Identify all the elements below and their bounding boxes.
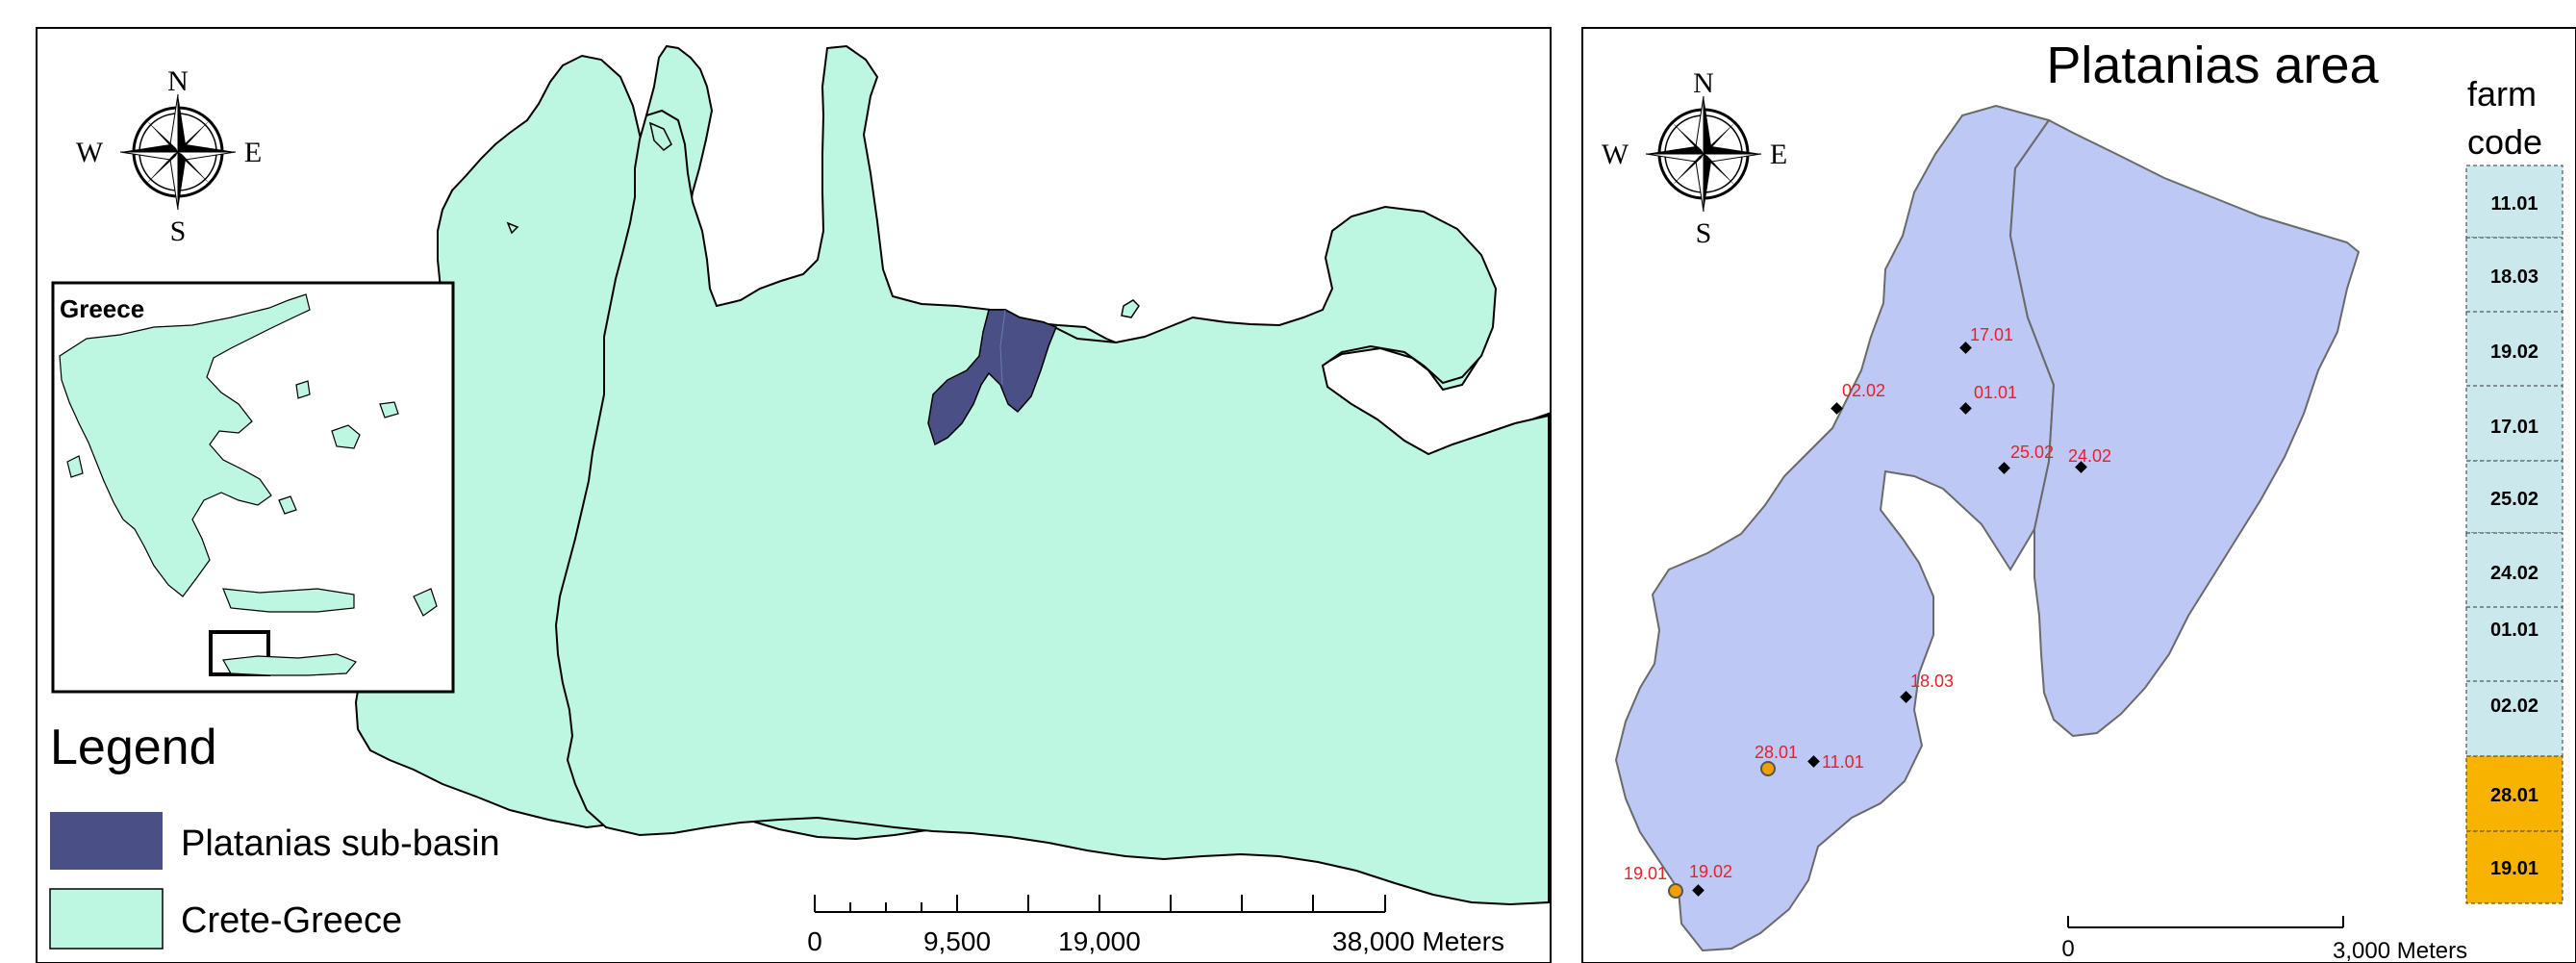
scale-tick-right-1: 3,000 Meters <box>2333 938 2467 963</box>
farm-code-row: 01.01 <box>2465 606 2563 682</box>
farm-point: 24.02 <box>2068 446 2111 473</box>
farm-label: 28.01 <box>1755 743 1798 762</box>
compass-south: S <box>170 215 187 247</box>
farm-code-cell: 17.01 <box>2490 417 2538 438</box>
inset-title: Greece <box>60 294 144 323</box>
farm-code-row: 18.03 <box>2465 237 2563 313</box>
farm-code-row: 19.02 <box>2465 311 2563 387</box>
farm-code-cell: 11.01 <box>2491 193 2538 215</box>
compass-east: E <box>244 137 262 168</box>
farm-code-header-1: farm <box>2467 74 2537 114</box>
farm-label: 19.01 <box>1624 864 1667 883</box>
legend: Legend Platanias sub-basin Crete-Greece <box>49 720 500 950</box>
farm-code-cell: 01.01 <box>2490 620 2538 641</box>
farm-code-row: 24.02 <box>2465 532 2563 608</box>
legend-label-basin: Platanias sub-basin <box>181 824 500 864</box>
compass-west-right: W <box>1602 139 1629 170</box>
greece-inset: Greece <box>51 281 455 694</box>
left-map-panel: N S E W Greece Legend Platanias sub-basi… <box>36 27 1552 963</box>
farm-label: 01.01 <box>1974 383 2017 402</box>
farm-code-row: 28.01 <box>2465 755 2563 832</box>
legend-swatch-basin <box>50 812 163 870</box>
farm-label: 24.02 <box>2068 446 2111 466</box>
farm-point: 25.02 <box>1998 443 2054 474</box>
farm-code-row: 02.02 <box>2465 680 2563 757</box>
farm-label: 11.01 <box>1822 752 1864 772</box>
scale-bar-left: 0 9,500 19,000 38,000 Meters <box>807 895 1504 956</box>
farm-code-cell: 28.01 <box>2490 785 2538 806</box>
farm-label: 17.01 <box>1970 325 2013 344</box>
scale-tick-3: 38,000 Meters <box>1332 926 1504 956</box>
compass-west: W <box>76 137 104 168</box>
farm-point: 28.01 <box>1755 743 1798 776</box>
compass-rose-icon-right: N S E W <box>1602 67 1787 249</box>
farm-label: 02.02 <box>1842 381 1885 400</box>
farm-code-cell: 18.03 <box>2490 266 2538 288</box>
greece-mainland <box>59 293 311 597</box>
scale-tick-2: 19,000 <box>1058 926 1141 956</box>
scale-tick-right-0: 0 <box>2061 936 2074 962</box>
platanias-sub-basin <box>927 309 1057 446</box>
farm-code-cell: 24.02 <box>2490 563 2538 584</box>
crete-main-body <box>554 44 1550 906</box>
compass-south-right: S <box>1696 217 1712 249</box>
scale-bar-right: 0 3,000 Meters <box>2061 916 2467 963</box>
farm-code-table: farm code 11.01 18.03 19.02 17.01 25.02 <box>2465 74 2563 904</box>
legend-title: Legend <box>50 720 217 775</box>
platanias-area-east <box>2008 118 2361 738</box>
scale-tick-0: 0 <box>807 926 822 956</box>
farm-label: 25.02 <box>2010 443 2054 462</box>
legend-swatch-crete <box>49 888 164 950</box>
legend-label-crete: Crete-Greece <box>181 900 402 941</box>
farm-point: 19.01 <box>1624 864 1683 899</box>
compass-east-right: E <box>1770 139 1787 170</box>
compass-rose-icon: N S E W <box>76 65 262 247</box>
scale-tick-1: 9,500 <box>923 926 991 956</box>
farm-code-cell: 19.02 <box>2490 342 2538 363</box>
farm-label: 19.02 <box>1689 862 1732 881</box>
farm-code-row: 19.01 <box>2465 830 2563 904</box>
area-title: Platanias area <box>2046 37 2379 94</box>
farm-code-cell: 19.01 <box>2490 858 2538 879</box>
platanias-area-west <box>1614 104 2056 952</box>
farm-code-row: 17.01 <box>2465 385 2563 462</box>
farm-label: 18.03 <box>1910 672 1954 691</box>
compass-north-right: N <box>1693 67 1714 99</box>
farm-code-cell: 25.02 <box>2490 489 2538 510</box>
right-map-panel: Platanias area N S E W <box>1581 27 2576 963</box>
farm-code-header-2: code <box>2467 122 2542 162</box>
farm-code-row: 25.02 <box>2465 460 2563 534</box>
compass-north: N <box>167 65 189 97</box>
farm-code-cell: 02.02 <box>2490 696 2538 717</box>
farm-code-row: 11.01 <box>2465 165 2563 239</box>
